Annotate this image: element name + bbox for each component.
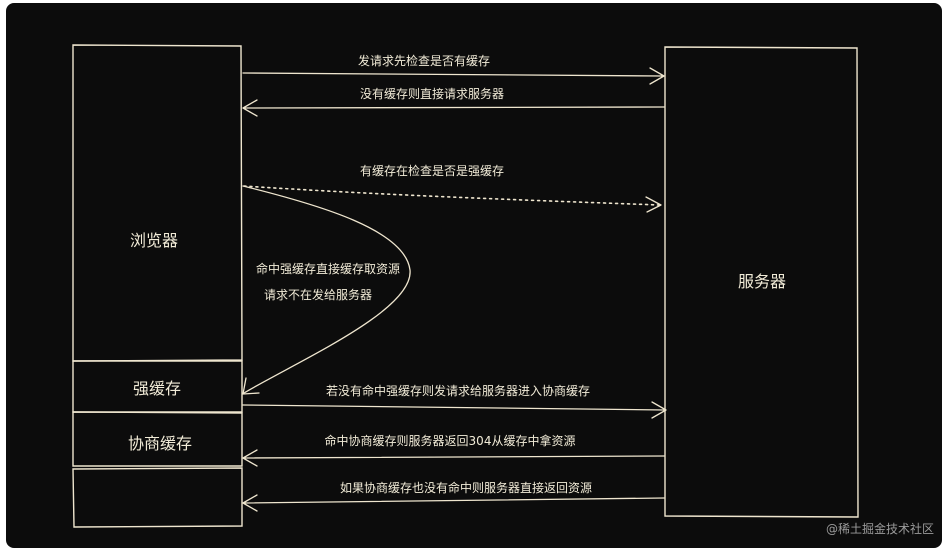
curve-arrow-strong-hit (242, 185, 411, 394)
strong-cache-label: 强缓存 (133, 379, 181, 398)
arrow-negotiated-hit (242, 449, 665, 467)
curve-arrow-head (242, 377, 260, 395)
dotted-arrow-check-strong-cache (243, 185, 661, 206)
dotted-arrow-head (645, 196, 662, 213)
label-no-cache-request: 没有缓存则直接请求服务器 (360, 86, 504, 101)
label-strong-hit-line1: 命中强缓存直接缓存取资源 (256, 261, 400, 276)
browser-box (72, 44, 243, 362)
label-check-strong-cache: 有缓存在检查是否是强缓存 (360, 163, 504, 178)
strong-cache-box (72, 360, 243, 413)
server-label: 服务器 (738, 272, 786, 291)
label-strong-miss: 若没有命中强缓存则发请求给服务器进入协商缓存 (326, 383, 590, 398)
watermark: @稀土掘金技术社区 (826, 521, 934, 536)
browser-label: 浏览器 (130, 231, 178, 250)
negotiated-cache-box (72, 411, 243, 467)
empty-bottom-box (72, 467, 243, 528)
server-box (664, 46, 859, 518)
label-strong-hit-line2: 请求不在发给服务器 (264, 287, 372, 302)
arrow-no-cache-request (242, 99, 665, 117)
arrow-request-check-cache (242, 67, 665, 85)
label-negotiated-miss: 如果协商缓存也没有命中则服务器直接返回资源 (340, 480, 592, 495)
arrow-negotiated-miss (242, 494, 665, 512)
negotiated-cache-label: 协商缓存 (128, 434, 192, 453)
label-request-check-cache: 发请求先检查是否有缓存 (358, 53, 490, 68)
arrow-strong-miss (242, 401, 667, 419)
label-negotiated-hit: 命中协商缓存则服务器返回304从缓存中拿资源 (325, 433, 576, 448)
